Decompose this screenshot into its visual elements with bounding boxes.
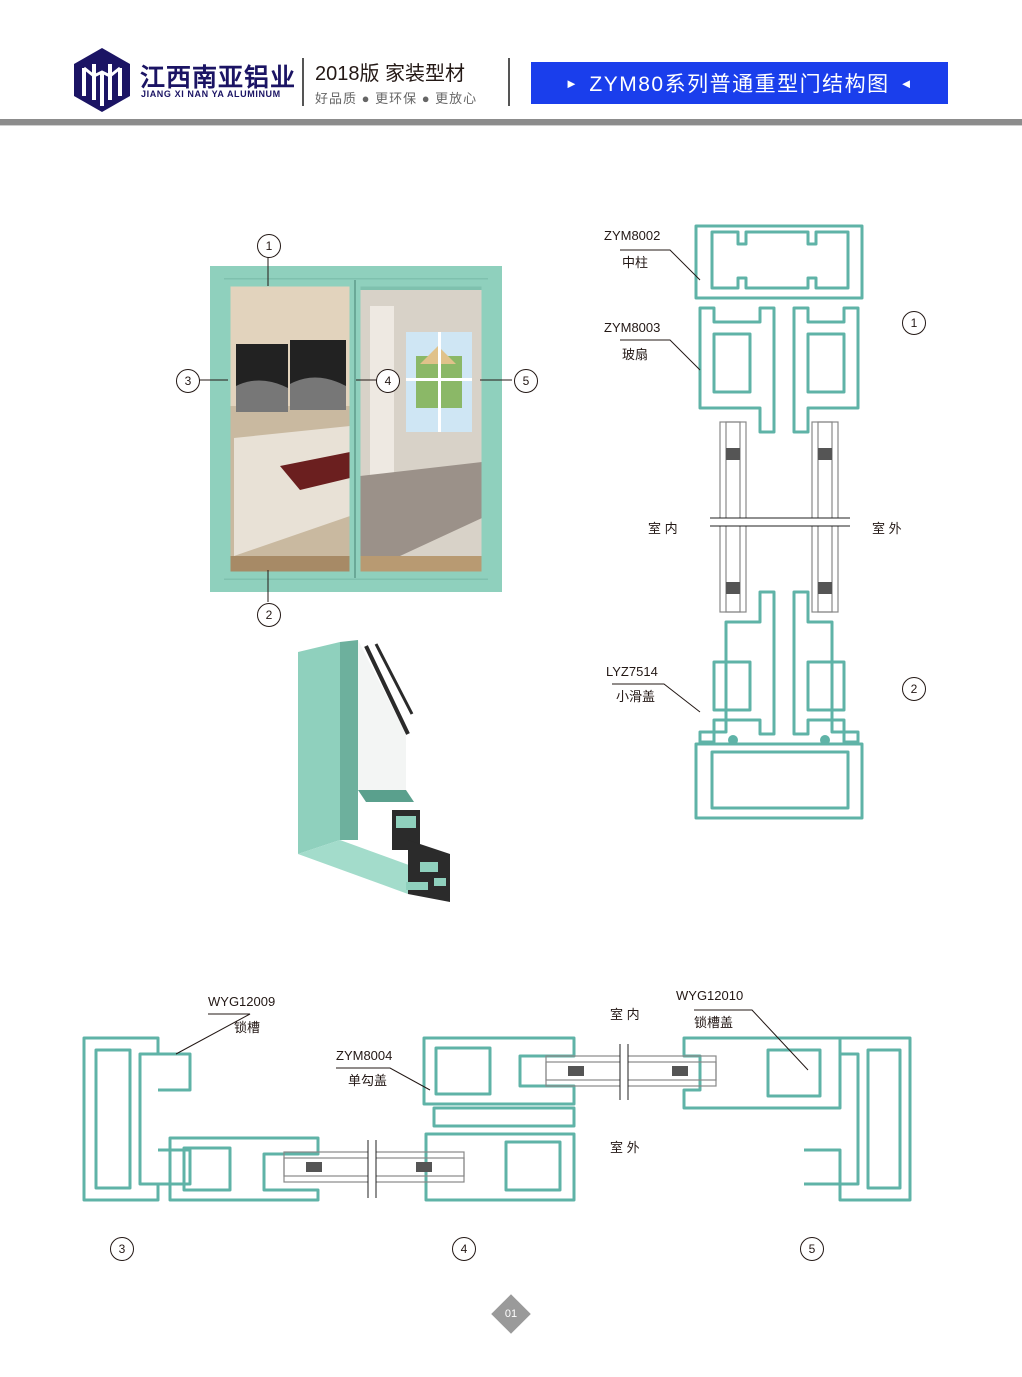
- part-name: 锁槽盖: [694, 1015, 734, 1030]
- indoor-label: 室 内: [610, 1007, 640, 1022]
- marker-1: 1: [902, 311, 926, 335]
- page-title-banner: ► ZYM80系列普通重型门结构图 ◄: [531, 62, 948, 104]
- part-name: 单勾盖: [348, 1073, 388, 1088]
- part-code: WYG12009: [208, 994, 276, 1009]
- marker-2: 2: [257, 603, 281, 627]
- part-code: WYG12010: [676, 988, 744, 1003]
- marker-5: 5: [514, 369, 538, 393]
- page-number: 01: [504, 1308, 518, 1320]
- part-code: ZYM8004: [336, 1048, 393, 1063]
- marker-5: 5: [800, 1237, 824, 1261]
- marker-2: 2: [902, 677, 926, 701]
- brand-name-en: JIANG XI NAN YA ALUMINUM: [141, 89, 281, 99]
- header-rule-shadow: [0, 125, 1022, 126]
- indoor-label: 室 内: [648, 521, 678, 536]
- slogan: 好品质 ● 更环保 ● 更放心: [315, 91, 478, 106]
- triangle-right-icon: ►: [565, 75, 580, 91]
- part-code: LYZ7514: [606, 664, 658, 679]
- horizontal-section-drawing: [82, 1036, 912, 1202]
- header-divider: [302, 58, 304, 106]
- outdoor-label: 室 外: [610, 1140, 640, 1155]
- marker-3: 3: [110, 1237, 134, 1261]
- part-name: 玻扇: [622, 347, 649, 362]
- door-photo: [210, 266, 502, 592]
- marker-4: 4: [452, 1237, 476, 1261]
- marker-1: 1: [257, 234, 281, 258]
- triangle-left-icon: ◄: [899, 75, 914, 91]
- header-divider: [508, 58, 510, 106]
- marker-4: 4: [376, 369, 400, 393]
- vertical-section-drawing: [694, 224, 864, 820]
- edition-label: 2018版 家装型材: [315, 63, 466, 85]
- part-name: 锁槽: [234, 1020, 261, 1035]
- brand-name-cn: 江西南亚铝业: [140, 64, 297, 92]
- page-title: ZYM80系列普通重型门结构图: [589, 73, 890, 96]
- part-name: 小滑盖: [616, 689, 656, 704]
- marker-3: 3: [176, 369, 200, 393]
- header-rule: [0, 119, 1022, 125]
- outdoor-label: 室 外: [872, 521, 902, 536]
- brand-logo-icon: [74, 48, 130, 112]
- part-code: ZYM8002: [604, 228, 661, 243]
- part-name: 中柱: [622, 255, 649, 270]
- part-code: ZYM8003: [604, 320, 661, 335]
- corner-profile-render: [298, 640, 450, 902]
